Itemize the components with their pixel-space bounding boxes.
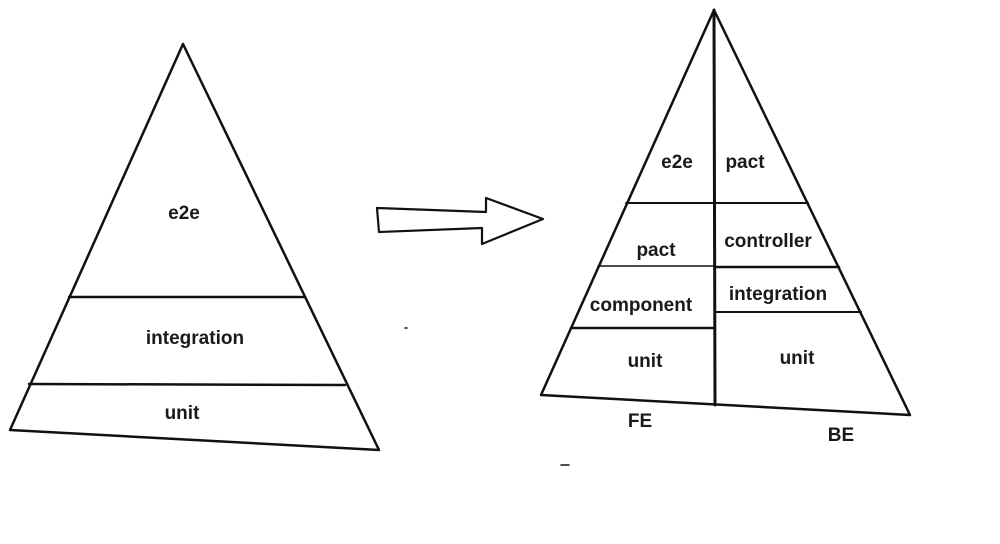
left-divider-integration-unit <box>27 382 347 387</box>
right-center-divider <box>712 8 717 407</box>
left-layer-integration: integration <box>146 328 244 349</box>
fe-layer-e2e: e2e <box>661 152 693 173</box>
fe-layer-component: component <box>590 295 693 316</box>
fe-layer-pact: pact <box>636 240 676 261</box>
fe-layer-unit: unit <box>628 351 663 372</box>
left-layer-e2e: e2e <box>168 203 200 224</box>
transition-arrow <box>375 196 545 246</box>
left-layer-unit: unit <box>165 403 200 424</box>
right-pyramid: e2e pact component unit pact controller … <box>539 8 912 446</box>
be-side-label: BE <box>828 425 854 446</box>
left-pyramid: e2e integration unit <box>8 42 381 452</box>
left-pyramid-outline <box>8 42 381 452</box>
right-pyramid-outline <box>539 8 912 417</box>
be-layer-controller: controller <box>724 231 812 252</box>
be-layer-unit: unit <box>780 348 815 369</box>
be-layer-integration: integration <box>729 284 827 305</box>
be-layer-pact: pact <box>725 152 765 173</box>
fe-side-label: FE <box>628 411 652 432</box>
